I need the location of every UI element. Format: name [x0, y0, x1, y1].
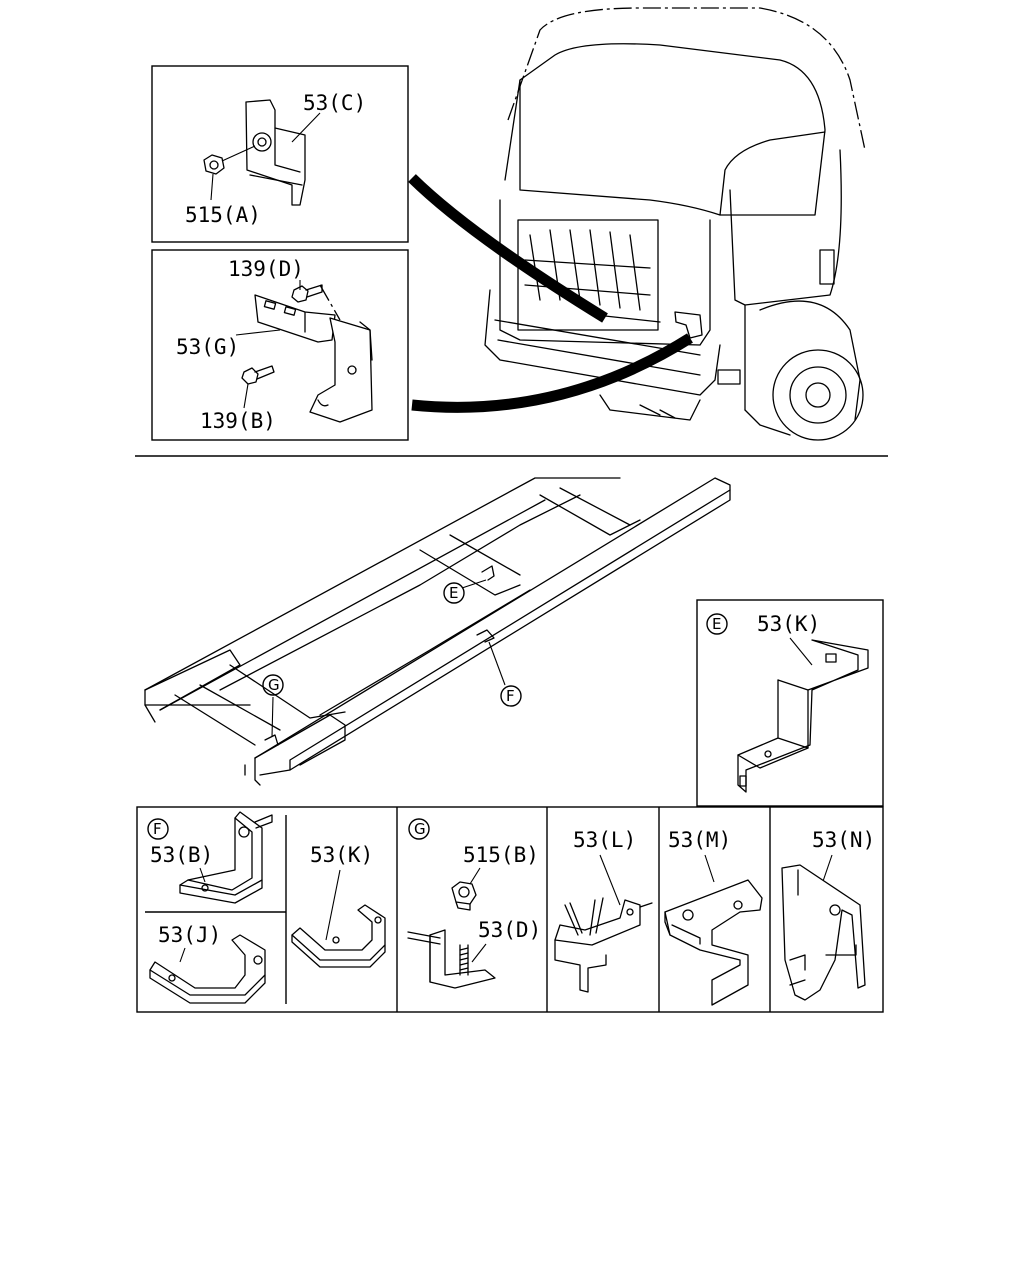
detail-53n: 53(N): [781, 828, 875, 1001]
truck-cab-illustration: [408, 7, 866, 441]
callout-e-circle: [443, 582, 465, 604]
label-53c: 53(C): [303, 91, 366, 115]
callout-f-label: F: [506, 687, 515, 705]
detail-box-e: E 53(K): [696, 599, 884, 807]
detail-box-53c: 53(C) 515(A): [151, 65, 409, 243]
chassis-frame-illustration: E F G: [144, 477, 731, 786]
bottom-detail-row: [136, 806, 884, 1013]
label-53n: 53(N): [812, 828, 875, 852]
detail-e-label: E: [712, 615, 721, 633]
label-53j: 53(J): [158, 923, 221, 947]
label-139b: 139(B): [200, 409, 276, 433]
callout-f-circle: [500, 685, 522, 707]
label-53g: 53(G): [176, 335, 239, 359]
detail-g-label: G: [414, 820, 426, 838]
label-53k: 53(K): [310, 843, 373, 867]
detail-53l: 53(L): [554, 828, 653, 993]
detail-53m: 53(M): [664, 828, 763, 1006]
label-515b: 515(B): [463, 843, 539, 867]
label-139d: 139(D): [228, 257, 304, 281]
detail-g: G 515(B) 53(D): [407, 818, 541, 989]
label-53k-e: 53(K): [757, 612, 820, 636]
label-53l: 53(L): [573, 828, 636, 852]
detail-f-53b: F 53(B): [147, 811, 273, 904]
detail-f-label: F: [153, 820, 162, 838]
label-515a: 515(A): [185, 203, 261, 227]
detail-f-53j: 53(J): [149, 923, 266, 1004]
label-53d: 53(D): [478, 918, 541, 942]
callout-g-label: G: [268, 676, 280, 694]
label-53b: 53(B): [150, 843, 213, 867]
label-53m: 53(M): [668, 828, 731, 852]
callout-g-circle: [262, 674, 284, 696]
callout-e-label: E: [449, 584, 458, 602]
detail-53k: 53(K): [291, 843, 386, 968]
detail-e-circle: [706, 613, 728, 635]
detail-box-53g: 139(D) 53(G) 139(B): [151, 249, 409, 441]
